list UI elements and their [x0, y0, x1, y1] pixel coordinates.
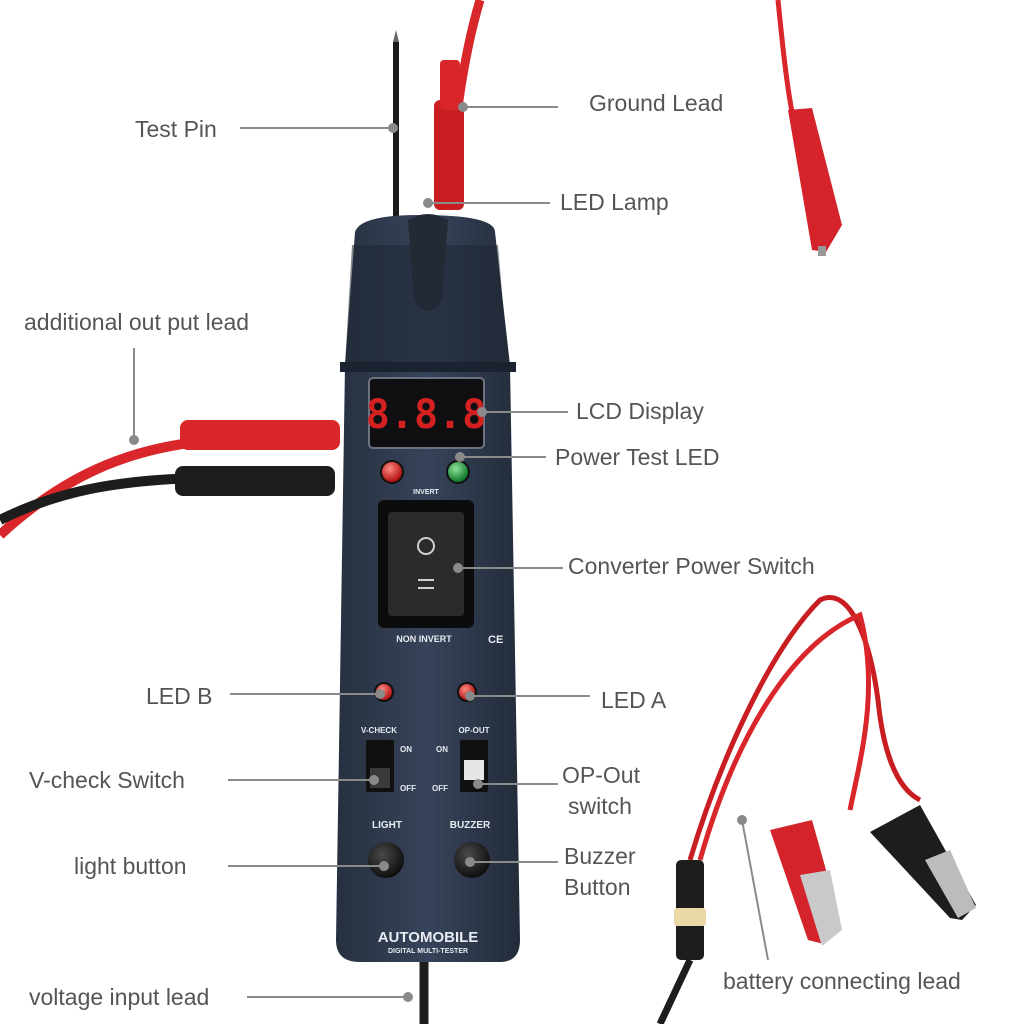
callout-ground-lead: Ground Lead: [589, 90, 724, 116]
callout-battery-connecting-lead: battery connecting lead: [723, 968, 961, 994]
v-check-off-label: OFF: [400, 784, 416, 793]
v-check-label: V-CHECK: [361, 726, 397, 735]
callout-power-test-led: Power Test LED: [555, 444, 720, 470]
callout-light-button: light button: [74, 853, 187, 879]
model-label: DIGITAL MULTI-TESTER: [388, 948, 468, 955]
callout-additional-output-lead: additional out put lead: [24, 309, 250, 335]
power-test-led-green: [446, 460, 470, 484]
callout-op-out-line1: OP-Out: [562, 762, 640, 788]
callout-led-lamp: LED Lamp: [560, 189, 669, 215]
callout-led-a: LED A: [601, 687, 667, 713]
power-test-led-red: [380, 460, 404, 484]
callout-op-out-switch: OP-Out switch: [562, 760, 640, 822]
callout-test-pin: Test Pin: [135, 116, 217, 142]
lcd-readout: 8.8.8: [366, 392, 486, 438]
op-out-label: OP-OUT: [458, 726, 489, 735]
non-invert-label: NON INVERT: [396, 634, 452, 644]
callout-buzzer-line2: Button: [564, 874, 631, 900]
light-button[interactable]: [368, 842, 404, 878]
ce-mark: CE: [488, 634, 503, 646]
callout-buzzer-line1: Buzzer: [564, 843, 636, 869]
callout-voltage-input-lead: voltage input lead: [29, 984, 210, 1010]
callout-converter-power-switch: Converter Power Switch: [568, 553, 815, 579]
callout-lines: [129, 102, 769, 1002]
callout-v-check-switch: V-check Switch: [29, 767, 185, 793]
op-out-switch[interactable]: [460, 740, 488, 792]
light-label: LIGHT: [372, 820, 402, 831]
callout-led-b: LED B: [146, 683, 213, 709]
converter-power-switch[interactable]: [378, 500, 474, 628]
brand-label: AUTOMOBILE: [378, 929, 479, 946]
v-check-switch[interactable]: [366, 740, 394, 792]
lcd-display: 8.8.8: [366, 377, 486, 449]
battery-connecting-lead: [656, 595, 976, 1024]
output-leads: [0, 420, 340, 539]
buzzer-label: BUZZER: [450, 820, 491, 831]
invert-label: INVERT: [413, 489, 439, 496]
callout-buzzer-button: Buzzer Button: [564, 841, 636, 903]
ground-lead: [434, 0, 842, 256]
callout-op-out-line2: switch: [568, 793, 632, 819]
op-out-off-label: OFF: [432, 784, 448, 793]
callout-lcd-display: LCD Display: [576, 398, 704, 424]
op-out-on-label: ON: [436, 745, 448, 754]
v-check-on-label: ON: [400, 745, 412, 754]
